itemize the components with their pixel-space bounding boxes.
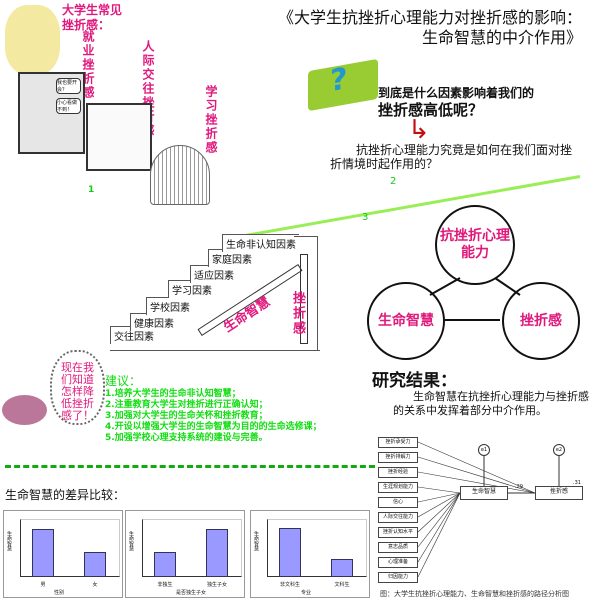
x-axis-label: 是否独生子女 [176, 590, 207, 596]
x-tick-label: 非文科生 [279, 582, 300, 588]
running-student-illustration [5, 5, 60, 75]
path-arrow [417, 456, 536, 494]
results-text: 生命智慧在抗挫折心理能力与挫折感的关系中发挥着部分中介作用。 [393, 390, 589, 417]
x-tick-label: 非独生 [157, 582, 173, 588]
path-arrow [417, 492, 461, 518]
cannon-illustration [2, 395, 47, 425]
relationship-cartoon [86, 103, 152, 171]
path-arrow [417, 486, 461, 494]
red-arrow-icon: ↳ [408, 115, 430, 145]
path-arrow [417, 492, 461, 578]
path-arrow [417, 492, 461, 548]
y-axis-label: 生命智慧 [128, 531, 134, 551]
x-tick-label: 独生子女 [206, 582, 227, 588]
predictor-box: 挫折排解力 [378, 452, 418, 463]
path-arrow [417, 492, 461, 563]
predictor-box: 信心 [378, 497, 418, 508]
predictor-box: 挫折经验 [378, 467, 418, 478]
step-4: 适应因素 [190, 265, 237, 283]
predictor-box: 挫折承受力 [378, 437, 418, 448]
predictor-box: 心理准备 [378, 557, 418, 568]
poster-title: 《大学生抗挫折心理能力对挫折感的影响： 生命智慧的中介作用》 [277, 8, 582, 47]
bar-chart: 生命智慧 是否独生子女非独生 独生子女 [125, 510, 245, 598]
predictor-box: 生涯规划能力 [378, 482, 418, 493]
divider [5, 465, 375, 468]
factor-staircase: 交往因素 健康因素 学校因素 学习因素 适应因素 家庭因素 生命非认知因素 生命… [110, 234, 320, 354]
marker-1: 1 [88, 185, 95, 195]
outcome-box: 挫折感 [535, 486, 583, 500]
book-question-icon: ? [308, 58, 378, 112]
model-node-life-wisdom: 生命智慧 [367, 282, 445, 360]
bar-chart: 生命智慧 专业非文科生 文科生 [250, 510, 370, 598]
marker-2: 2 [390, 176, 397, 187]
advice-item: 3.加强对大学生的生命关怀和挫折教育； [105, 411, 268, 421]
question-1-line2: 挫折感高低呢？ [378, 101, 484, 119]
advice-item: 1.培养大学生的生命非认知智慧； [105, 389, 241, 399]
step-1: 健康因素 [130, 313, 177, 331]
advice-item: 2.注重教育大学生对挫折进行正确认知； [105, 400, 268, 410]
predictor-box: 人际交往能力 [378, 512, 418, 523]
x-axis-label: 专业 [301, 590, 312, 596]
advice-item: 5.加强学校心理支持系统的建设与完善。 [105, 433, 268, 443]
path-arrow [417, 441, 536, 494]
bar [32, 528, 54, 577]
step-2: 学校因素 [146, 297, 193, 315]
cage-illustration [150, 145, 210, 205]
predictor-box: 意志品质 [378, 542, 418, 553]
question-1-line1: 到底是什么因素影响着我们的 [378, 86, 535, 100]
results-heading: 研究结果： [372, 371, 457, 391]
advice-item: 4.开设以增强大学生的生命智慧为目的的生命选修课； [105, 422, 322, 432]
x-axis-label: 性别 [54, 590, 65, 596]
path-arrow [417, 492, 461, 503]
model-node-frustration: 挫折感 [502, 282, 580, 360]
bar [154, 552, 176, 577]
x-tick-label: 男 [40, 582, 46, 588]
y-axis-label: 生命智慧 [253, 531, 259, 551]
x-tick-label: 文科生 [334, 582, 350, 588]
down-label: 挫折感 [290, 291, 305, 336]
thought-bubble: 现在我们知道怎样降低挫折感了！ [50, 350, 105, 425]
marker-3: 3 [362, 212, 369, 223]
down-arrow [300, 254, 308, 344]
cartoon-heading: 大学生常见挫折感： [62, 3, 123, 32]
e1-node: e1 [478, 444, 490, 456]
bar [206, 528, 228, 577]
path-arrow [417, 471, 536, 494]
advice-section: 建议： 1.培养大学生的生命非认知智慧； 2.注重教育大学生对挫折进行正确认知；… [105, 374, 322, 443]
step-6: 生命非认知因素 [222, 234, 299, 252]
bar-chart: 生命智慧 性别 男 女 [3, 510, 123, 598]
predictor-box: 归因能力 [378, 572, 418, 583]
bar [279, 527, 301, 577]
path-arrow [417, 492, 461, 533]
job-cartoon: 我也要开会？ 小心看做不到！ [18, 72, 85, 154]
path-caption: 图：大学生抗挫折心理能力、生命智慧和挫折感的路径分析图 [380, 590, 569, 598]
question-2: 抗挫折心理能力究竟是如何在我们面对挫折情境时起作用的？ [330, 143, 573, 171]
mediator-box: 生命智慧 [460, 486, 508, 500]
comparison-heading: 生命智慧的差异比较： [5, 488, 126, 502]
model-node-resilience: 抗挫折心理能力 [435, 205, 515, 285]
e2-node: e2 [553, 444, 565, 456]
path-diagram: 生命智慧 挫折感 e1 e2 .29 .31 图：大学生抗挫折心理能力、生命智慧… [375, 432, 600, 600]
bar [331, 559, 353, 577]
cartoon-type-3: 学习挫折感 [204, 85, 218, 155]
bar [84, 552, 106, 577]
predictor-box: 挫折认知水平 [378, 527, 418, 538]
x-tick-label: 女 [92, 582, 98, 588]
y-axis-label: 生命智慧 [6, 531, 12, 551]
